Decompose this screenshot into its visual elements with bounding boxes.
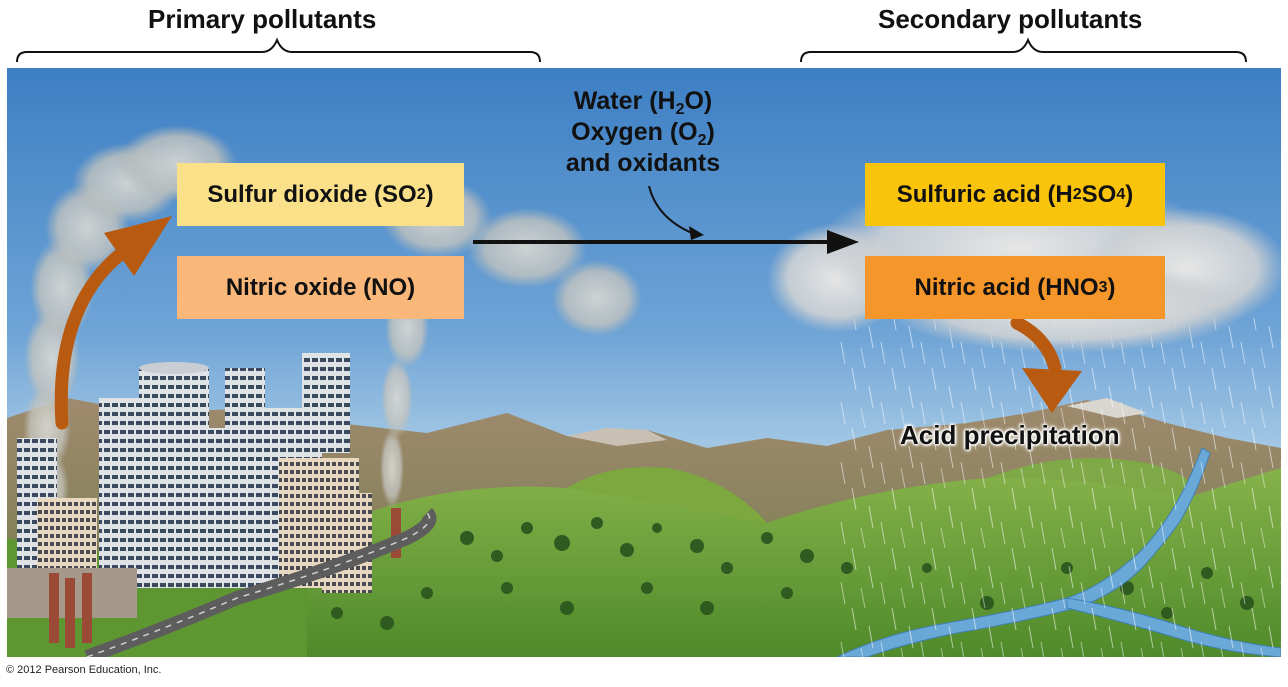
primary-bracket [16, 37, 541, 63]
reaction-arrow-head [827, 230, 859, 254]
sulfuric-acid-label: Sulfuric acid (H [896, 180, 1073, 208]
emission-arrow-head [104, 216, 172, 276]
sulfur-dioxide-tail: ) [425, 180, 434, 208]
smokestacks [49, 508, 401, 648]
primary-pollutants-heading: Primary pollutants [148, 4, 377, 34]
nitric-oxide-label: Nitric oxide (NO) [225, 273, 416, 301]
reagent-arrow-head [689, 226, 704, 240]
oxygen-line: Oxygen (O2) [571, 118, 715, 149]
precipitation-arrow [1010, 316, 1062, 375]
sulfuric-acid-tail: ) [1125, 180, 1134, 208]
sulfur-dioxide-label: Sulfur dioxide (SO [207, 180, 417, 208]
nitric-acid-label: Nitric acid (HNO [914, 273, 1099, 301]
oxidants-line: and oxidants [565, 149, 721, 177]
heading-brackets [16, 37, 1247, 63]
sulfuric-acid-mid: SO [1081, 180, 1117, 208]
secondary-pollutants-heading: Secondary pollutants [878, 4, 1143, 34]
nitric-oxide-box: Nitric oxide (NO) [177, 256, 464, 319]
reagent-arrow [648, 185, 693, 234]
smoke-plumes [23, 125, 642, 528]
reagents-label: Water (H2O) Oxygen (O2) and oxidants [545, 86, 741, 179]
acid-precipitation-label: Acid precipitation [900, 420, 1120, 450]
emission-arrow [54, 246, 129, 430]
precipitation-arrow-head [1022, 368, 1082, 413]
water-line: Water (H2O) [573, 87, 713, 118]
copyright-footer: © 2012 Pearson Education, Inc. [6, 664, 162, 676]
nitric-acid-tail: ) [1107, 273, 1116, 301]
secondary-bracket [800, 37, 1247, 63]
